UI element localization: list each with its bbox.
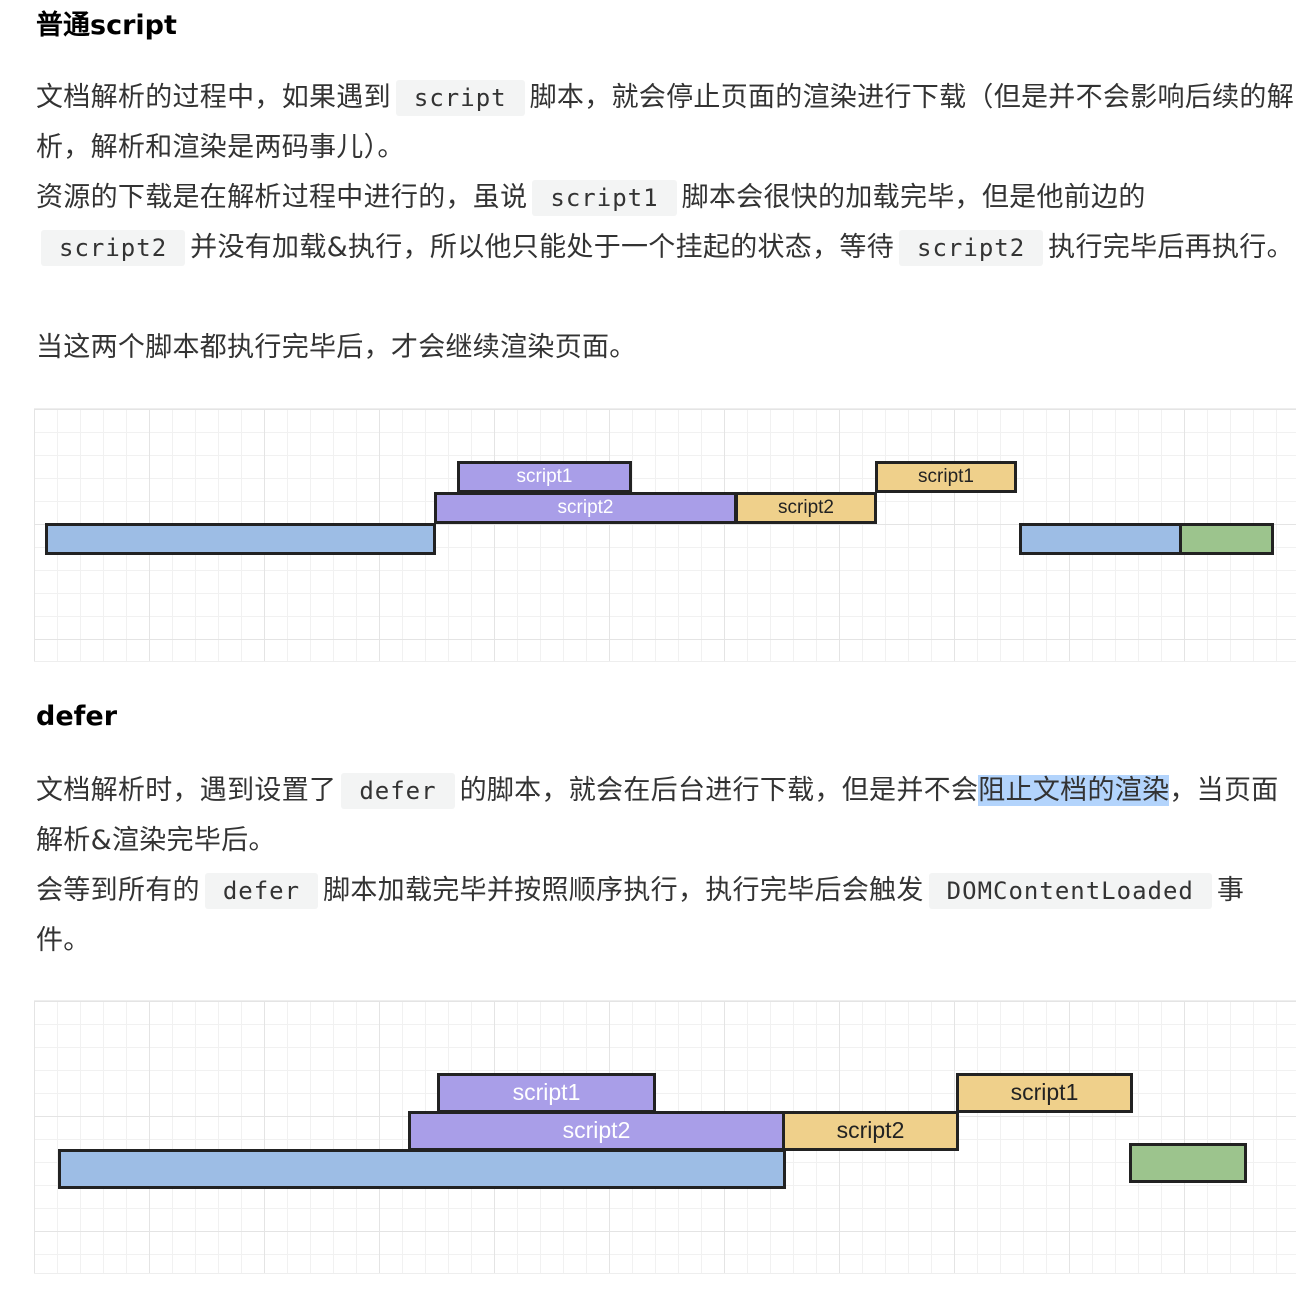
- text: 文档解析时，遇到设置了: [36, 775, 337, 806]
- text: 的脚本，就会在后台进行下载，但是并不会: [459, 775, 979, 806]
- bar-script1-execute: script1: [956, 1073, 1133, 1113]
- text: 文档解析的过程中，如果遇到: [36, 82, 391, 113]
- bar-script1-execute: script1: [875, 461, 1017, 493]
- text: 并没有加载&执行，所以他只能处于一个挂起的状态，等待: [190, 232, 895, 263]
- timeline-diagram-defer: script1 script2 script2 script1: [34, 1000, 1296, 1274]
- heading-defer: defer: [36, 701, 118, 732]
- inline-code: DOMContentLoaded: [928, 873, 1212, 909]
- text: 脚本，就会停止页面的渲染进行下载（但是并不会影响后续的解析，解析和渲染是两码事儿…: [36, 82, 1295, 163]
- heading-normal-script: 普通script: [36, 10, 177, 41]
- bar-script2-execute: script2: [782, 1111, 959, 1151]
- inline-code: script2: [41, 230, 186, 266]
- text: 脚本加载完毕并按照顺序执行，执行完毕后会触发: [323, 875, 924, 906]
- bar-script2-execute: script2: [735, 492, 877, 524]
- bar-parse-resume: [1019, 523, 1182, 555]
- inline-code: script1: [532, 180, 677, 216]
- text: 事件。: [36, 875, 1245, 956]
- highlighted-text: 阻止文档的渲染: [978, 775, 1170, 806]
- text: 会等到所有的: [36, 875, 200, 906]
- bar-script2-download: script2: [408, 1111, 785, 1151]
- text: 资源的下载是在解析过程中进行的，虽说: [36, 182, 528, 213]
- inline-code: script: [395, 80, 525, 116]
- bar-render: [1179, 523, 1274, 555]
- timeline-diagram-normal: script1 script2 script2 script1: [34, 408, 1296, 662]
- text: ，当页面解析&渲染完毕后。: [36, 775, 1279, 856]
- bar-parse: [45, 523, 436, 555]
- inline-code: defer: [204, 873, 319, 909]
- inline-code: script2: [899, 230, 1044, 266]
- text: 脚本会很快的加载完毕，但是他前边的: [681, 182, 1146, 213]
- bar-render: [1129, 1143, 1247, 1183]
- paragraph-normal-3: 当这两个脚本都执行完毕后，才会继续渲染页面。: [36, 332, 637, 363]
- inline-code: defer: [341, 773, 455, 809]
- bar-script2-download: script2: [434, 492, 737, 524]
- bar-parse: [58, 1149, 786, 1189]
- bar-script1-download: script1: [437, 1073, 656, 1113]
- text: 执行完毕后再执行。: [1048, 232, 1294, 263]
- bar-script1-download: script1: [457, 461, 632, 493]
